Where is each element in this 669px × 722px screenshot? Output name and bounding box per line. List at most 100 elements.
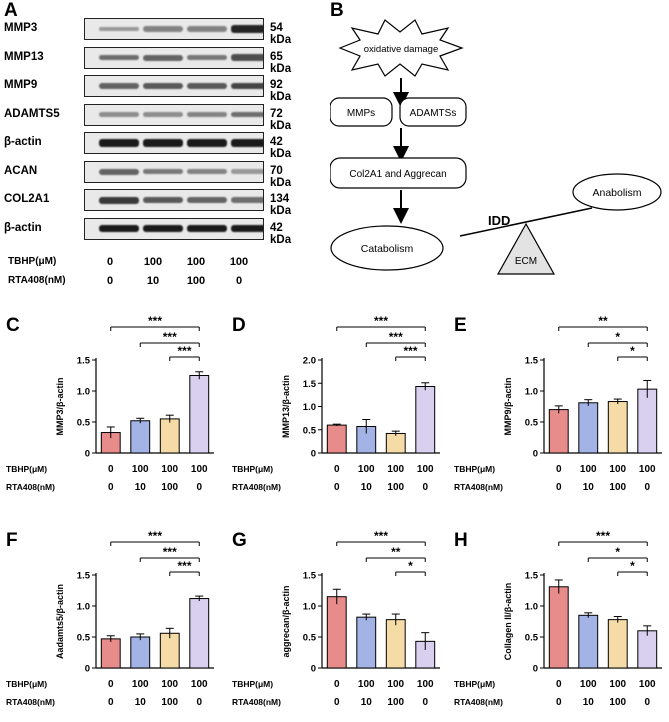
anabolism-ellipse xyxy=(572,173,662,211)
rta-value: 0 xyxy=(644,482,650,493)
y-tick-label: 1.0 xyxy=(303,402,316,413)
blot-protein-label: MMP3 xyxy=(4,22,38,34)
bar xyxy=(385,619,406,669)
blot-band xyxy=(143,54,183,61)
rta-label: RTA408(nM) xyxy=(6,482,55,492)
sig-label: *** xyxy=(163,330,177,344)
y-tick-label: 1.0 xyxy=(303,602,316,613)
tbhp-value: 0 xyxy=(108,464,114,475)
y-tick-label: 0 xyxy=(533,664,538,675)
blot-band xyxy=(231,82,263,90)
col2a1-box xyxy=(330,157,467,189)
mmps-text: MMPs xyxy=(347,108,375,119)
bar-chart-e: E00.51.01.5MMP9/β-actin****TBHP(μM)RTA40… xyxy=(454,314,662,493)
bar xyxy=(159,418,180,454)
rta-label: RTA408(nM) xyxy=(232,482,281,492)
mmps-box xyxy=(330,97,393,127)
blot-band xyxy=(143,26,183,32)
bar xyxy=(578,614,599,669)
tbhp-value: 100 xyxy=(609,464,626,475)
tbhp-value: 100 xyxy=(639,679,656,690)
blot-image xyxy=(84,46,264,69)
tbhp-value: 100 xyxy=(191,679,208,690)
rta-value: 10 xyxy=(361,697,373,708)
bar xyxy=(548,586,569,669)
bar-chart-g: G00.51.01.5aggrecan/β-actin******TBHP(μM… xyxy=(232,529,440,708)
panel-label: C xyxy=(6,315,20,336)
tbhp-label: TBHP(μM) xyxy=(8,256,57,267)
y-axis-label: MMP13/β-actin xyxy=(281,375,291,438)
tbhp-label: TBHP(μM) xyxy=(6,464,47,474)
y-tick-label: 0 xyxy=(311,449,316,460)
catabolism-ellipse xyxy=(330,225,444,271)
y-tick-label: 1.5 xyxy=(525,571,539,582)
blot-band xyxy=(187,111,227,118)
bar xyxy=(607,401,628,454)
tbhp-value: 100 xyxy=(580,464,597,475)
bar xyxy=(130,636,151,669)
blot-band xyxy=(231,139,263,147)
y-tick-label: 0 xyxy=(85,664,90,675)
sig-label: * xyxy=(615,545,620,559)
bar xyxy=(415,386,436,454)
tbhp-value: 100 xyxy=(191,464,208,475)
blot-band xyxy=(231,197,263,203)
blot-band xyxy=(99,83,139,89)
sig-label: *** xyxy=(596,529,610,543)
y-tick-label: 1.5 xyxy=(77,356,91,367)
blot-image xyxy=(84,132,264,154)
tbhp-value: 100 xyxy=(580,679,597,690)
bar xyxy=(189,598,210,669)
blot-band xyxy=(99,54,139,61)
bar xyxy=(326,596,347,669)
tbhp-value: 0 xyxy=(108,679,114,690)
bar xyxy=(385,432,406,454)
blot-band xyxy=(143,139,183,147)
rta-value: 0 xyxy=(108,697,114,708)
tbhp-value: 100 xyxy=(229,256,249,268)
blot-band xyxy=(99,196,139,204)
ecm-text: ECM xyxy=(515,256,537,267)
tbhp-value: 100 xyxy=(358,464,375,475)
mechanism-diagram: oxidative damage MMPs ADAMTSs Col2A1 and… xyxy=(330,19,662,275)
y-axis-label: MMP3/β-actin xyxy=(55,378,65,436)
tbhp-value: 100 xyxy=(132,679,149,690)
y-tick-label: 0 xyxy=(311,664,316,675)
col2a1-text: Col2A1 and Aggrecan xyxy=(349,169,446,180)
blot-band xyxy=(143,82,183,90)
blot-size-label: 134 kDa xyxy=(270,193,292,217)
sig-label: * xyxy=(630,559,635,573)
sig-label: *** xyxy=(177,559,191,573)
rta-value: 10 xyxy=(583,482,595,493)
blot-band xyxy=(99,139,139,147)
rta-label: RTA408(nM) xyxy=(454,482,503,492)
tbhp-label: TBHP(μM) xyxy=(454,679,495,689)
blot-size-label: 72 kDa xyxy=(270,107,292,132)
y-tick-label: 1.0 xyxy=(525,602,538,613)
blot-size-label: 42 kDa xyxy=(270,221,292,246)
blot-image xyxy=(84,75,264,97)
y-tick-label: 0.5 xyxy=(77,418,91,429)
sig-label: * xyxy=(615,330,620,344)
rta-value: 0 xyxy=(196,697,202,708)
blot-image xyxy=(84,189,264,211)
tbhp-value: 100 xyxy=(387,464,404,475)
blot-size-label: 65 kDa xyxy=(270,50,292,75)
blot-protein-label: ACAN xyxy=(4,164,38,177)
bar xyxy=(189,375,210,454)
blot-band xyxy=(187,139,227,147)
panel-label: D xyxy=(232,315,246,336)
rta-label: RTA408(nM) xyxy=(6,697,55,707)
blot-size-label: 54 kDa xyxy=(270,22,292,46)
blot-band xyxy=(231,111,263,118)
y-tick-label: 0.5 xyxy=(525,418,539,429)
sig-label: *** xyxy=(163,545,177,559)
tbhp-value: 0 xyxy=(106,256,114,268)
sig-label: *** xyxy=(403,344,417,358)
tbhp-value: 0 xyxy=(334,679,340,690)
bar xyxy=(607,619,628,669)
y-tick-label: 0.5 xyxy=(77,633,91,644)
oxidative-damage-text: oxidative damage xyxy=(364,44,438,55)
